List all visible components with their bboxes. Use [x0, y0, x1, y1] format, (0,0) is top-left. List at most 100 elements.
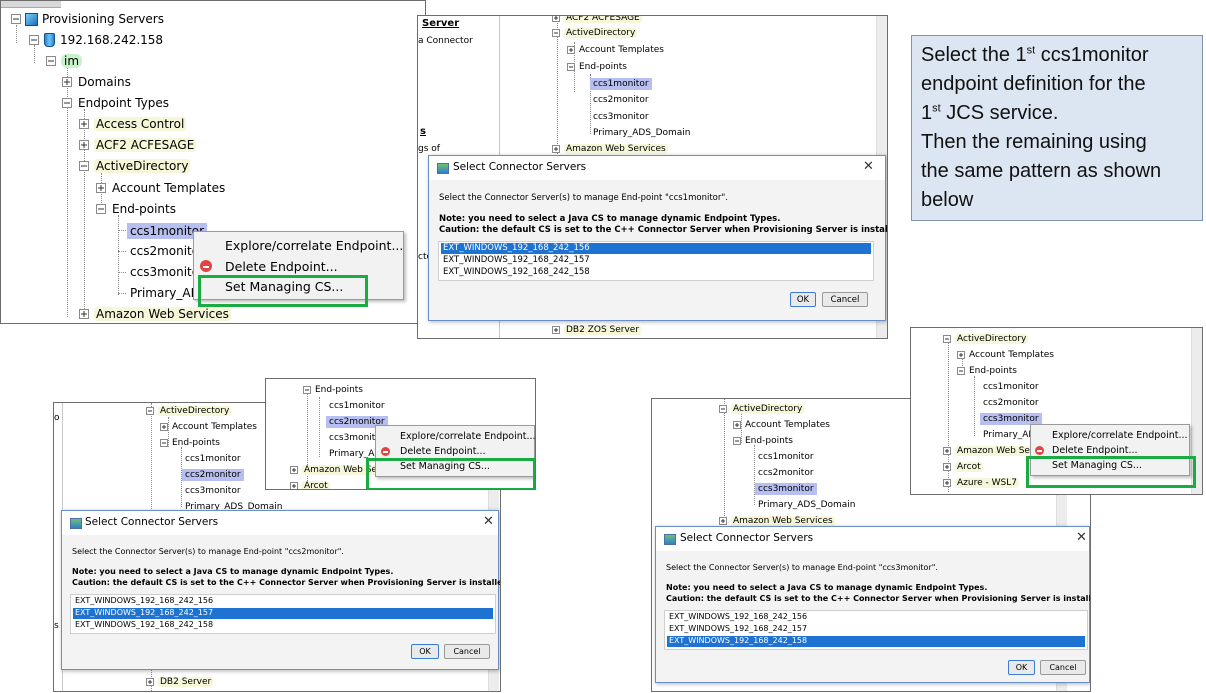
cancel-button[interactable]: Cancel — [444, 644, 490, 659]
tree-node-active-directory[interactable]: ActiveDirectory — [719, 403, 805, 415]
connector-server-list[interactable]: EXT_WINDOWS_192_168_242_156 EXT_WINDOWS_… — [438, 241, 874, 281]
close-icon[interactable]: ✕ — [863, 159, 874, 174]
tree-node-primary-ads-domain[interactable]: Primary_ADS_Domain — [185, 501, 283, 513]
list-item[interactable]: EXT_WINDOWS_192_168_242_157 — [73, 608, 493, 619]
tree-node-acf2[interactable]: ACF2 ACFESAGE — [552, 16, 642, 24]
tree-node-account-templates[interactable]: Account Templates — [733, 419, 830, 431]
tree-node-active-directory[interactable]: ActiveDirectory — [79, 158, 191, 174]
tree-node-domains[interactable]: Domains — [62, 74, 131, 90]
collapse-icon[interactable] — [567, 63, 575, 71]
expand-icon[interactable] — [567, 46, 575, 54]
expand-icon[interactable] — [943, 447, 951, 455]
tree-node-ccs2monitor[interactable]: ccs2monitor — [593, 94, 649, 106]
tree-node-ccs3monitor[interactable]: ccs3monitor — [593, 111, 649, 123]
tree-node-acf2[interactable]: ACF2 ACFESAGE — [79, 137, 197, 153]
collapse-icon[interactable] — [957, 367, 965, 375]
collapse-icon[interactable] — [62, 98, 72, 108]
tree-node-primary-ads-domain[interactable]: Primary_ADS_Domain — [593, 127, 691, 139]
tree-node-account-templates[interactable]: Account Templates — [957, 349, 1054, 361]
expand-icon[interactable] — [146, 678, 154, 686]
tree-node-ccs1monitor[interactable]: ccs1monitor — [127, 222, 208, 239]
ok-button[interactable]: OK — [1008, 660, 1035, 675]
collapse-icon[interactable] — [146, 407, 154, 415]
tree-node-amazon-web-services[interactable]: Amazon Web Services — [552, 143, 668, 155]
collapse-icon[interactable] — [29, 35, 39, 45]
collapse-icon[interactable] — [733, 437, 741, 445]
collapse-icon[interactable] — [552, 29, 560, 37]
tree-node-ccs1monitor[interactable]: ccs1monitor — [590, 77, 652, 90]
tree-node-ccs1monitor[interactable]: ccs1monitor — [758, 451, 814, 463]
tree-node-provisioning-servers[interactable]: Provisioning Servers — [11, 11, 164, 27]
expand-icon[interactable] — [943, 479, 951, 487]
tree-node-ccs3monitor[interactable]: ccs3monitor — [329, 432, 385, 444]
collapse-icon[interactable] — [96, 204, 106, 214]
cancel-button[interactable]: Cancel — [1040, 660, 1086, 675]
menu-item-delete[interactable]: Delete Endpoint... — [400, 446, 486, 457]
tree-node-ccs2monitor[interactable]: ccs2monitor — [758, 467, 814, 479]
collapse-icon[interactable] — [79, 161, 89, 171]
tree-node-account-templates[interactable]: Account Templates — [567, 44, 664, 56]
list-item[interactable]: EXT_WINDOWS_192_168_242_156 — [669, 612, 808, 621]
tree-node-db2-zos[interactable]: DB2 ZOS Server — [552, 324, 642, 336]
tree-node-ccs3monitor[interactable]: ccs3monitor — [185, 485, 241, 497]
menu-item-explore[interactable]: Explore/correlate Endpoint... — [1052, 430, 1188, 441]
tree-node-amazon-web-serv[interactable]: Amazon Web Serv — [290, 464, 388, 476]
tree-node-amazon-web-services[interactable]: Amazon Web Services — [79, 306, 231, 322]
tree-node-end-points[interactable]: End-points — [957, 365, 1017, 377]
collapse-icon[interactable] — [160, 439, 168, 447]
expand-icon[interactable] — [79, 140, 89, 150]
tree-node-primary-ads-domain[interactable]: Primary_ADS_Domain — [758, 499, 856, 511]
menu-item-delete[interactable]: Delete Endpoint... — [1052, 445, 1138, 456]
tree-node-primary-ad[interactable]: Primary_AD — [983, 429, 1035, 441]
tree-node-ccs3monitor[interactable]: ccs3monitor — [980, 412, 1042, 425]
tree-node-arcot[interactable]: Arcot — [290, 480, 330, 489]
menu-item-set-managing-cs[interactable]: Set Managing CS... — [400, 461, 490, 472]
close-icon[interactable]: ✕ — [483, 514, 494, 529]
tree-node-end-points[interactable]: End-points — [567, 61, 627, 73]
menu-item-delete[interactable]: Delete Endpoint... — [225, 259, 338, 274]
tree-node-im[interactable]: im — [46, 53, 83, 69]
expand-icon[interactable] — [290, 466, 298, 474]
menu-item-set-managing-cs[interactable]: Set Managing CS... — [225, 279, 344, 294]
list-item[interactable]: EXT_WINDOWS_192_168_242_156 — [441, 243, 871, 254]
expand-icon[interactable] — [160, 423, 168, 431]
tree-node-account-templates[interactable]: Account Templates — [96, 180, 225, 196]
ok-button[interactable]: OK — [790, 292, 816, 307]
expand-icon[interactable] — [290, 482, 298, 489]
tree-node-ccs3monitor[interactable]: ccs3monitor — [130, 264, 204, 280]
expand-icon[interactable] — [62, 77, 72, 87]
expand-icon[interactable] — [552, 16, 560, 22]
tree-node-azure[interactable]: Azure - WSL7 — [943, 477, 1019, 489]
tree-node-ccs2monitor[interactable]: ccs2monitor — [983, 397, 1039, 409]
expand-icon[interactable] — [552, 145, 560, 153]
tree-node-ccs1monitor[interactable]: ccs1monitor — [329, 400, 385, 412]
tree-node-end-points[interactable]: End-points — [160, 437, 220, 449]
menu-item-explore[interactable]: Explore/correlate Endpoint... — [400, 431, 536, 442]
tree-node-server[interactable]: 192.168.242.158 — [29, 32, 163, 48]
list-item[interactable]: EXT_WINDOWS_192_168_242_157 — [443, 255, 590, 265]
collapse-icon[interactable] — [719, 405, 727, 413]
connector-server-list[interactable]: EXT_WINDOWS_192_168_242_156 EXT_WINDOWS_… — [664, 610, 1088, 650]
expand-icon[interactable] — [719, 517, 727, 525]
tree-node-active-directory[interactable]: ActiveDirectory — [943, 333, 1029, 345]
tree-node-end-points[interactable]: End-points — [303, 384, 363, 396]
tree-node-access-control[interactable]: Access Control — [79, 116, 187, 132]
tree-node-ccs2monitor[interactable]: ccs2monitor — [182, 468, 244, 481]
tree-node-active-directory[interactable]: ActiveDirectory — [552, 27, 638, 39]
list-item[interactable]: EXT_WINDOWS_192_168_242_158 — [667, 636, 1085, 647]
tree-node-end-points[interactable]: End-points — [733, 435, 793, 447]
tree-node-db2-server[interactable]: DB2 Server — [146, 676, 214, 688]
tree-node-ccs3monitor[interactable]: ccs3monitor — [755, 482, 817, 495]
tree-node-endpoint-types[interactable]: Endpoint Types — [62, 95, 169, 111]
tree-node-primary-ads[interactable]: Primary_ADS — [130, 285, 207, 301]
cancel-button[interactable]: Cancel — [822, 292, 868, 307]
list-item[interactable]: EXT_WINDOWS_192_168_242_158 — [443, 267, 590, 277]
tree-node-amazon-web-services[interactable]: Amazon Web Services — [719, 515, 835, 527]
collapse-icon[interactable] — [11, 14, 21, 24]
tree-node-account-templates[interactable]: Account Templates — [160, 421, 257, 433]
expand-icon[interactable] — [552, 326, 560, 334]
tree-node-amazon-web-serv[interactable]: Amazon Web Serv — [943, 445, 1041, 457]
list-item[interactable]: EXT_WINDOWS_192_168_242_157 — [669, 624, 808, 633]
tree-node-ccs2monitor[interactable]: ccs2monitor — [326, 415, 388, 428]
expand-icon[interactable] — [79, 119, 89, 129]
